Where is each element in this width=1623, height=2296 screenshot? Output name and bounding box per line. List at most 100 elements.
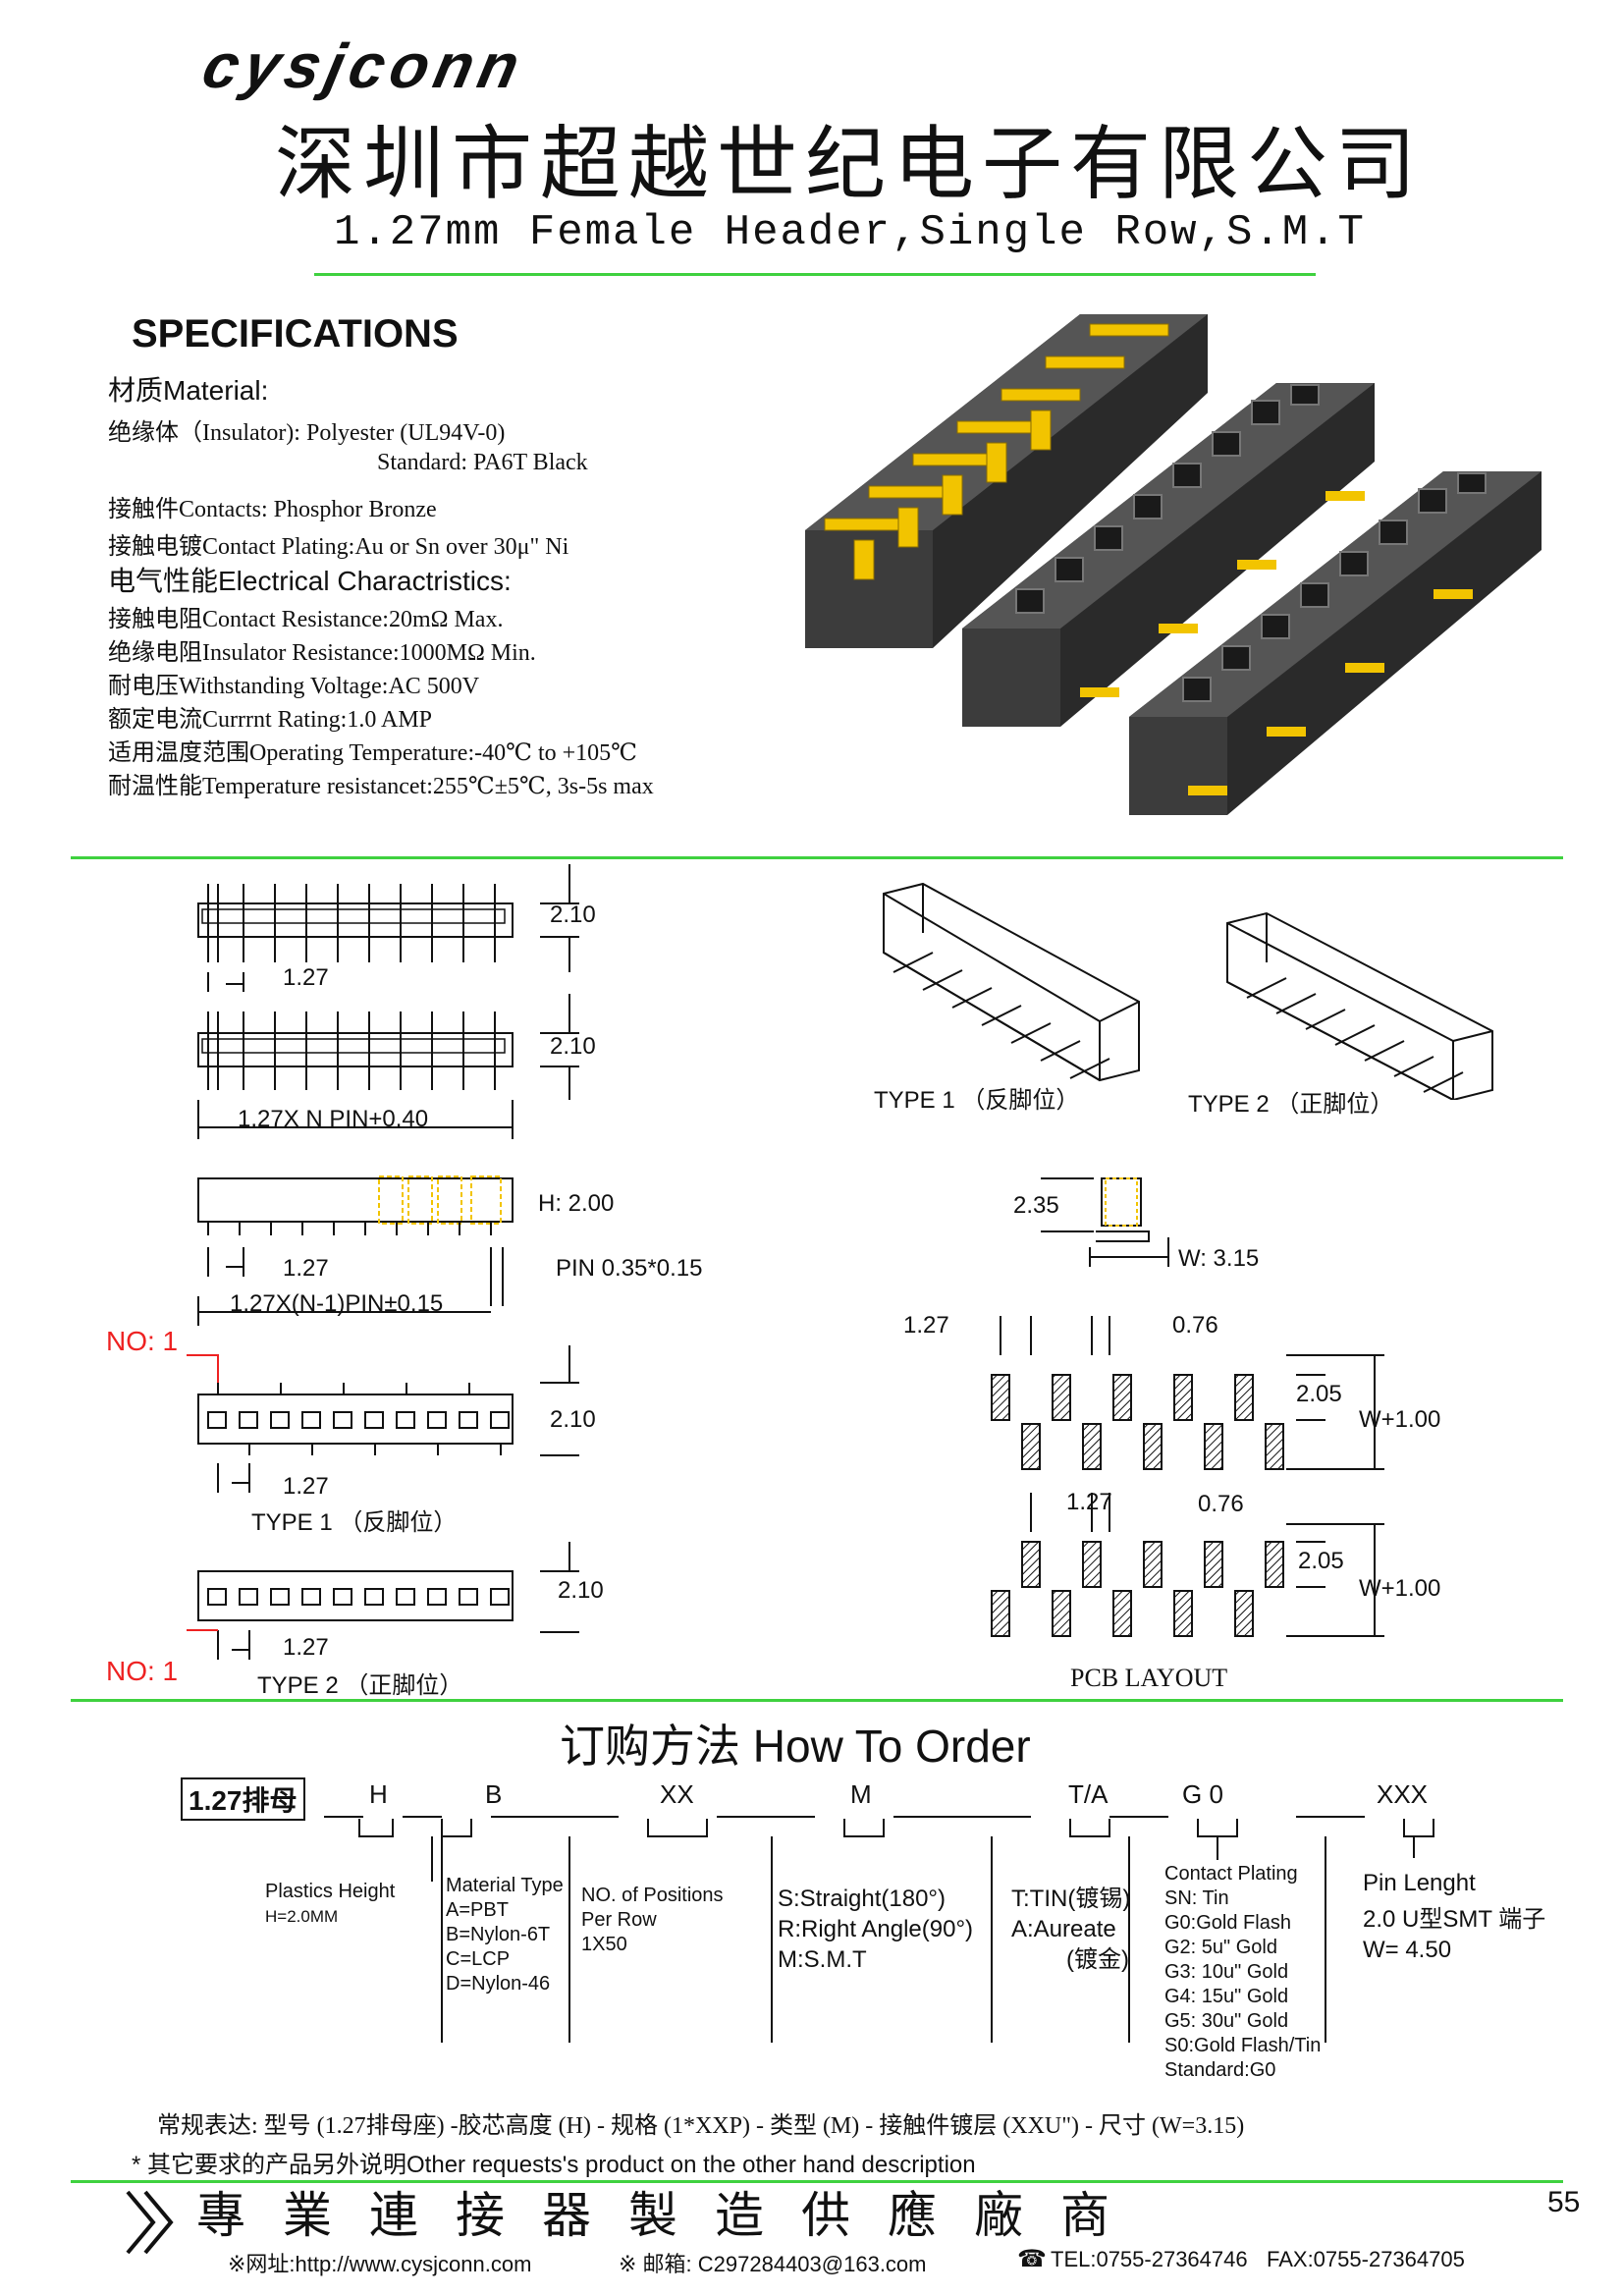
header-rule (314, 273, 1316, 276)
code-ta: T/A (1068, 1779, 1109, 1809)
order-col-line: NO. of Positions (581, 1885, 724, 1906)
order-col-line: A=PBT (446, 1899, 509, 1921)
order-part-box: 1.27排母 (181, 1777, 305, 1821)
order-col-contact-plating: Contact Plating SN: Tin G0:Gold Flash G2… (1164, 1862, 1321, 2083)
order-col-line: Standard:G0 (1164, 2059, 1276, 2081)
pcb-layout-title: PCB LAYOUT (1070, 1664, 1228, 1692)
order-col-line: B=Nylon-6T (446, 1924, 551, 1945)
code-h: H (369, 1779, 388, 1809)
product-render (805, 314, 1542, 815)
spec-line: 耐温性能Temperature resistancet:255℃±5℃, 3s-… (108, 774, 654, 799)
spec-line: 耐电压Withstanding Voltage:AC 500V (108, 674, 480, 699)
spec-line: 适用温度范围Operating Temperature:-40℃ to +105… (108, 740, 638, 766)
spec-line: 绝缘体（Insulator): Polyester (UL94V-0) (108, 420, 506, 446)
pcb-width-label: W+1.00 (1359, 1406, 1441, 1433)
dim-h200: H: 2.00 (538, 1190, 615, 1217)
side-width-label: W: 3.15 (1178, 1245, 1260, 1272)
pcb-pitch-label: 1.27 (1066, 1489, 1112, 1515)
spec-line: 额定电流Currrnt Rating:1.0 AMP (108, 707, 433, 733)
type1-label: TYPE 1 （反脚位） (251, 1509, 458, 1536)
spec-line: Standard: PA6T Black (377, 450, 588, 475)
iso-type1-label: TYPE 1 （反脚位） (874, 1087, 1080, 1114)
iso-type-drawings (883, 882, 1493, 1100)
spec-line: 电气性能Electrical Charactristics: (108, 566, 512, 596)
dim-height-a: 2.10 (550, 902, 596, 928)
phone-icon: ☎ (1017, 2246, 1047, 2272)
order-col-line: (镀金) (1066, 1946, 1129, 1973)
pin-one-label: NO: 1 (106, 1656, 179, 1686)
spec-line: 接触件Contacts: Phosphor Bronze (108, 497, 437, 522)
order-col-line: D=Nylon-46 (446, 1973, 551, 1995)
dim-height-c: 2.10 (550, 1406, 596, 1433)
order-col-line: Per Row (581, 1909, 657, 1931)
dim-pitch-d: 1.27 (283, 1634, 329, 1661)
company-logo: cysjconn (196, 30, 532, 101)
order-col-line: H=2.0MM (265, 1907, 339, 1926)
pcb-pad-label: 0.76 (1198, 1491, 1244, 1517)
order-col-line: 1X50 (581, 1934, 627, 1955)
company-name: 深圳市超越世纪电子有限公司 (275, 120, 1425, 209)
spec-line: 接触电镀Contact Plating:Au or Sn over 30μ" N… (108, 534, 569, 560)
connector-2 (962, 383, 1375, 727)
code-xx: XX (660, 1779, 694, 1809)
connector-3 (1129, 471, 1542, 815)
footer-fax: FAX:0755-27364705 (1267, 2247, 1465, 2271)
dim-pitch-a: 1.27 (283, 964, 329, 991)
order-note: * 其它要求的产品另外说明Other requests's product on… (132, 2152, 976, 2178)
code-g0: G 0 (1182, 1779, 1223, 1809)
order-example: 常规表达: 型号 (1.27排母座) -胶芯高度 (H) - 规格 (1*XXP… (157, 2113, 1245, 2139)
order-col-line: G2: 5u" Gold (1164, 1937, 1277, 1958)
order-col-line: S:Straight(180°) (778, 1886, 947, 1912)
spec-line: 材质Material: (108, 375, 269, 406)
section-rule (71, 856, 1563, 859)
side-height-label: 2.35 (1013, 1192, 1059, 1219)
order-col-positions: NO. of Positions Per Row 1X50 (581, 1884, 724, 1957)
order-col-line: G4: 15u" Gold (1164, 1986, 1289, 2007)
order-col-line: SN: Tin (1164, 1887, 1229, 1909)
order-col-plating-type: T:TIN(镀锡) A:Aureate (镀金) (1011, 1884, 1130, 1975)
footer-email: ※ 邮箱: C297284403@163.com (619, 2252, 927, 2276)
product-subtitle: 1.27mm Female Header,Single Row,S.M.T (334, 208, 1366, 257)
code-xxx: XXX (1377, 1779, 1429, 1809)
order-col-line: G5: 30u" Gold (1164, 2010, 1289, 2032)
footer-tel: TEL:0755-27364746 (1051, 2247, 1248, 2271)
dim-length: 1.27X N PIN+0.40 (238, 1106, 429, 1132)
spec-line: 绝缘电阻Insulator Resistance:1000MΩ Min. (108, 640, 536, 666)
iso-type2-label: TYPE 2 （正脚位） (1188, 1091, 1394, 1118)
order-col-line: W= 4.50 (1363, 1937, 1452, 1963)
side-profile-drawing (1041, 1177, 1169, 1267)
section-rule (71, 1699, 1563, 1702)
pcb-layout-drawing (991, 1316, 1384, 1637)
spec-line: 接触电阻Contact Resistance:20mΩ Max. (108, 607, 504, 632)
order-col-line: Pin Lenght (1363, 1870, 1476, 1896)
order-col-line: T:TIN(镀锡) (1011, 1886, 1131, 1912)
order-col-line: C=LCP (446, 1948, 511, 1970)
pcb-pitch-label: 1.27 (903, 1312, 949, 1339)
order-col-line: Material Type (446, 1875, 564, 1896)
order-col-line: G0:Gold Flash (1164, 1912, 1291, 1934)
dim-pitch-c: 1.27 (283, 1473, 329, 1500)
footer-website: ※网址:http://www.cysjconn.com (228, 2252, 532, 2276)
order-col-type: S:Straight(180°) R:Right Angle(90°) M:S.… (778, 1884, 973, 1975)
order-col-pin-length: Pin Lenght 2.0 U型SMT 端子 W= 4.50 (1363, 1868, 1545, 1965)
order-col-line: Plastics Height (265, 1881, 396, 1902)
footer-rule (71, 2180, 1563, 2183)
footer-slogan: 專業連接器製造供應廠商 (196, 2188, 1147, 2243)
type2-label: TYPE 2 （正脚位） (257, 1672, 463, 1699)
dim-pin: PIN 0.35*0.15 (556, 1255, 703, 1282)
pcb-row-label: 2.05 (1296, 1381, 1342, 1407)
dim-height-b: 2.10 (550, 1033, 596, 1060)
dim-height-d: 2.10 (558, 1577, 604, 1604)
chevron-icon (126, 2190, 174, 2255)
pcb-row-label: 2.05 (1298, 1548, 1344, 1574)
connector-1 (805, 314, 1208, 648)
order-col-line: S0:Gold Flash/Tin (1164, 2035, 1322, 2056)
dim-pitch-total: 1.27X(N-1)PIN±0.15 (230, 1290, 444, 1317)
order-col-line: 2.0 U型SMT 端子 (1363, 1906, 1546, 1933)
code-m: M (850, 1779, 872, 1809)
dim-pitch-b: 1.27 (283, 1255, 329, 1282)
pin-one-label: NO: 1 (106, 1326, 179, 1356)
order-col-line: Contact Plating (1164, 1863, 1298, 1885)
order-col-material: Material Type A=PBT B=Nylon-6T C=LCP D=N… (446, 1874, 564, 1996)
order-code-lines (324, 1816, 1434, 2043)
